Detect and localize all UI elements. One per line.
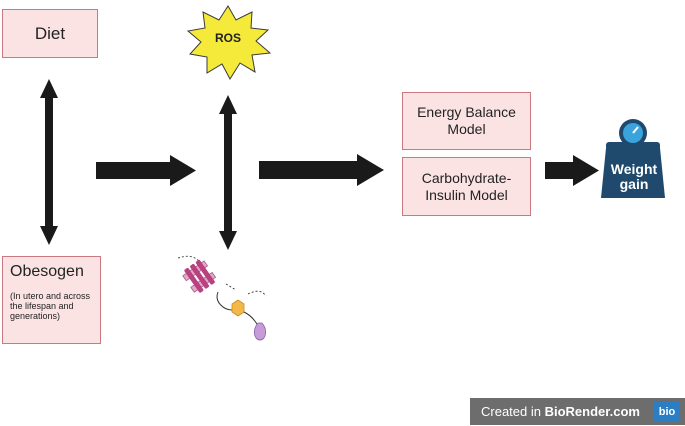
carb-insulin-label: Carbohydrate-Insulin Model <box>421 169 512 203</box>
diet-box: Diet <box>2 9 98 58</box>
obesogen-box: Obesogen (In utero and across the lifesp… <box>2 256 101 344</box>
ros-label: ROS <box>214 31 241 45</box>
arrow-right-2 <box>259 154 384 186</box>
biorender-badge[interactable]: Created in BioRender.com bio <box>470 398 685 425</box>
ros-burst-icon <box>186 5 272 80</box>
badge-prefix: Created in <box>481 404 545 419</box>
diet-label: Diet <box>34 23 66 43</box>
carbohydrate-insulin-model-box: Carbohydrate-Insulin Model <box>402 157 531 216</box>
arrow-right-1 <box>96 155 196 186</box>
biorender-logo-icon: bio <box>654 402 680 421</box>
weight-gain-label: Weight gain <box>610 161 658 192</box>
double-arrow-diet-obesogen <box>40 79 58 245</box>
arrow-right-3 <box>545 155 599 186</box>
weight-scale-icon <box>601 119 665 198</box>
badge-text: Created in BioRender.com <box>470 404 654 419</box>
cell-signaling-icon <box>177 255 267 341</box>
obesogen-sublabel: (In utero and across the lifespan and ge… <box>10 291 91 321</box>
double-arrow-ros-cell <box>219 95 237 250</box>
obesogen-label: Obesogen <box>10 263 84 280</box>
energy-balance-model-box: Energy Balance Model <box>402 92 531 150</box>
droplet-molecule-icon <box>254 322 266 341</box>
hexagon-molecule-icon <box>231 299 245 317</box>
energy-balance-label: Energy Balance Model <box>417 104 516 137</box>
badge-brand: BioRender.com <box>544 404 640 419</box>
